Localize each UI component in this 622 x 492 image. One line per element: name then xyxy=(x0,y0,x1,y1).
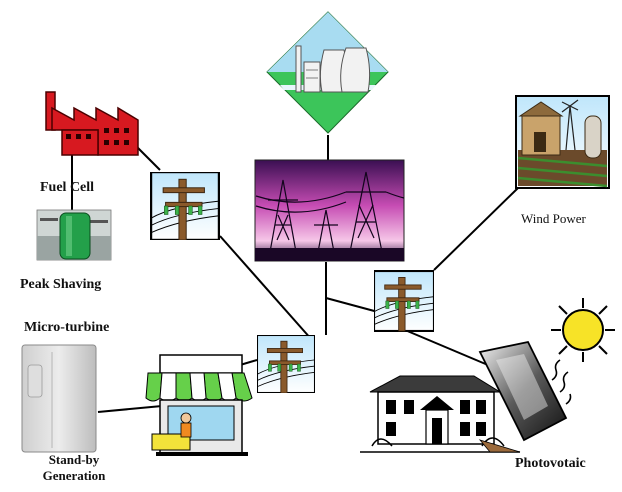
peak-shaving-label: Peak Shaving xyxy=(20,277,102,292)
standby-line-1: Stand-by xyxy=(48,452,100,467)
connection-lines xyxy=(71,135,519,413)
utility-pole-icon xyxy=(150,172,220,240)
standby-line-2: Generation xyxy=(42,468,106,483)
factory-icon xyxy=(45,91,139,156)
fuel-cell-unit-icon xyxy=(36,209,112,261)
solar-panel-icon xyxy=(478,340,572,442)
utility-pole-icon xyxy=(374,270,434,332)
farm-windmill-icon xyxy=(515,95,610,189)
sun-icon xyxy=(551,298,615,362)
micro-turbine-unit-icon xyxy=(21,344,97,453)
transmission-towers-icon xyxy=(254,159,405,262)
wind-power-label: Wind Power xyxy=(521,211,586,226)
standby-generation-label: Stand-by Generation xyxy=(34,452,114,484)
utility-pole-icon xyxy=(257,335,315,393)
house-icon xyxy=(360,375,521,453)
storefront-icon xyxy=(145,354,253,456)
micro-turbine-label: Micro-turbine xyxy=(24,320,110,335)
fuel-cell-label: Fuel Cell xyxy=(40,180,95,195)
photovoltaic-label: Photovotaic xyxy=(515,456,586,471)
power-plant-icon xyxy=(266,11,389,134)
